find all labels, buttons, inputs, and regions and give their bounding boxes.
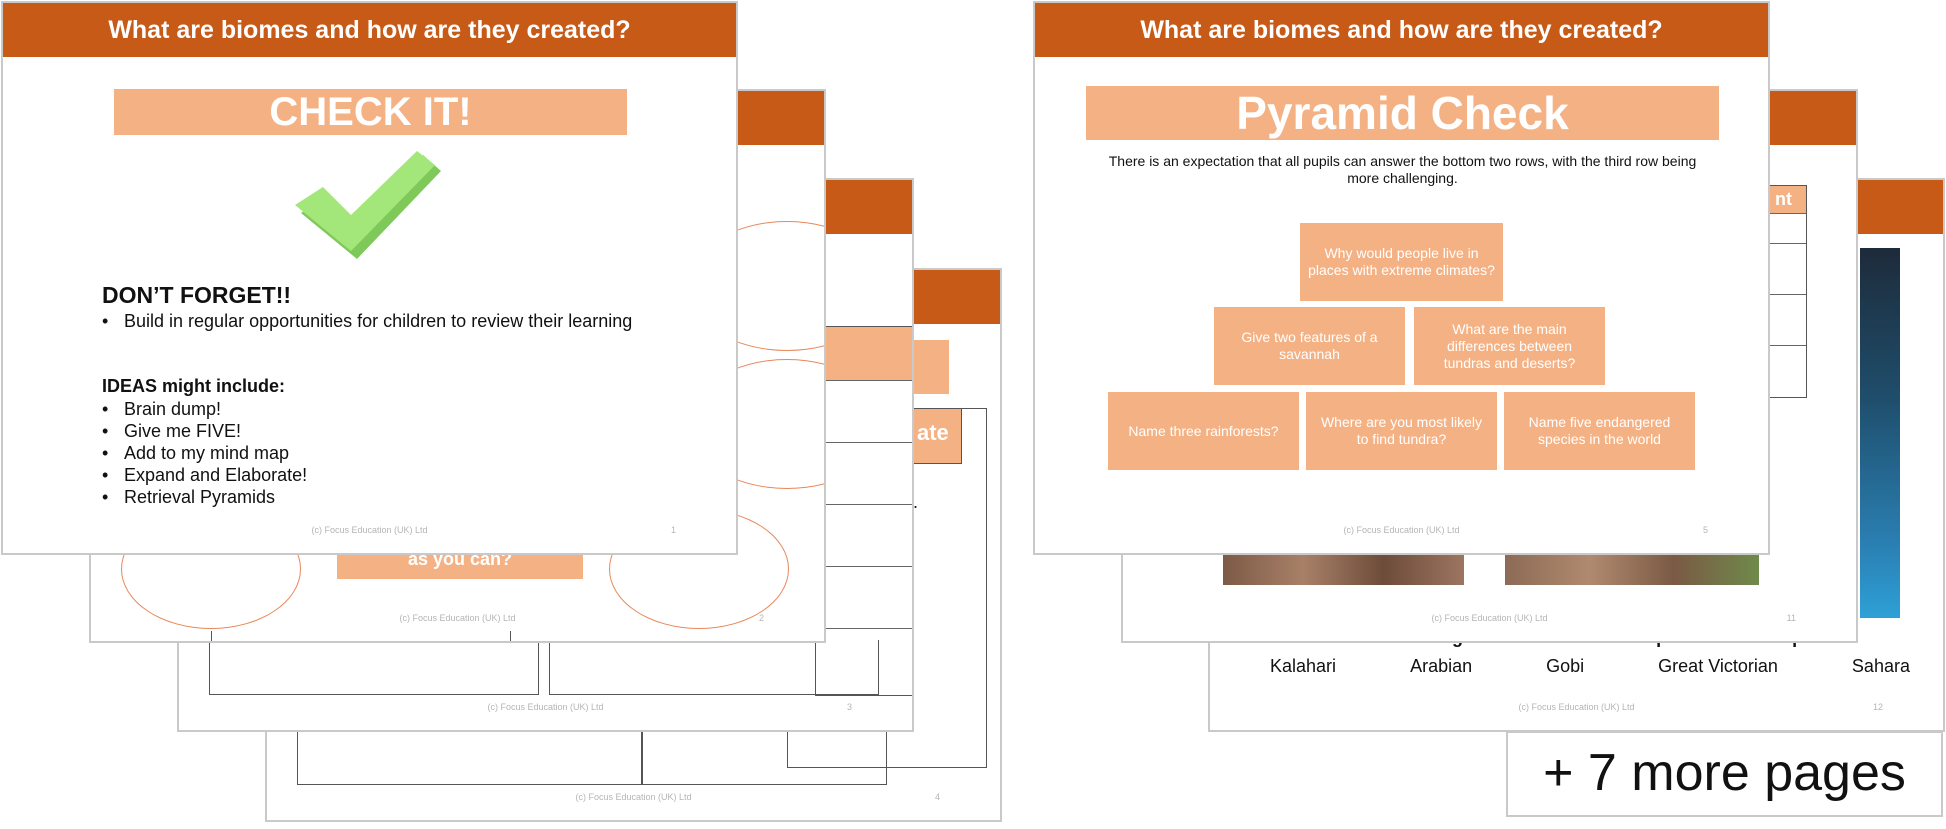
list-item: •Brain dump!: [102, 399, 222, 419]
list-item: •Add to my mind map: [102, 443, 290, 463]
biome-photo-right: [1505, 555, 1759, 585]
slide-3-footer: (c) Focus Education (UK) Ltd: [487, 702, 604, 712]
slide-3-header-cell: [815, 326, 912, 380]
list-item: •Expand and Elaborate!: [102, 465, 308, 485]
desert-label: Kalahari: [1270, 656, 1337, 676]
desert-label: Sahara: [1851, 656, 1910, 676]
pyramid-box-middle-left: Give two features of a savannah: [1214, 307, 1405, 385]
slide-3-page-number: 3: [846, 702, 852, 712]
slide-4-answer-box-left: [297, 730, 642, 785]
slide-1-banner: CHECK IT!: [114, 89, 627, 135]
slide-1-heading: DON’T FORGET!!: [102, 282, 292, 308]
desert-label: Arabian: [1410, 656, 1473, 676]
slide-4-header-fragment-2: ate: [917, 420, 949, 445]
pyramid-box-middle-right: What are the main differences between tu…: [1414, 307, 1605, 385]
slide-1-title: What are biomes and how are they created…: [3, 3, 736, 57]
slide-2-footer: (c) Focus Education (UK) Ltd: [399, 613, 516, 623]
slide-5-title: What are biomes and how are they created…: [1035, 3, 1768, 57]
desert-label: Great Victorian: [1658, 656, 1778, 676]
slide-11-footer: (c) Focus Education (UK) Ltd: [1431, 613, 1548, 623]
slide-5-page-number: 5: [1702, 525, 1708, 535]
slide-1-ideas-list: •Brain dump! •Give me FIVE! •Add to my m…: [102, 398, 307, 508]
slide-1-footer: (c) Focus Education (UK) Ltd: [311, 525, 428, 535]
slide-2-page-number: 2: [758, 613, 764, 623]
slide-1-ideas-heading: IDEAS might include:: [102, 376, 286, 396]
slide-4-footer: (c) Focus Education (UK) Ltd: [575, 792, 692, 802]
slide-5-footer: (c) Focus Education (UK) Ltd: [1343, 525, 1460, 535]
slide-5: What are biomes and how are they created…: [1033, 1, 1770, 555]
slide-1-bullet-text: Build in regular opportunities for child…: [124, 311, 633, 331]
desert-label: Gobi: [1546, 656, 1585, 676]
biome-photo-left: [1223, 555, 1464, 585]
desert-map-image: [1860, 248, 1900, 618]
list-item: •Retrieval Pyramids: [102, 487, 276, 507]
slide-5-intro: There is an expectation that all pupils …: [1108, 153, 1697, 186]
slide-1-page-number: 1: [670, 525, 676, 535]
slide-12-footer: (c) Focus Education (UK) Ltd: [1518, 702, 1635, 712]
slide-11-page-number: 11: [1786, 613, 1796, 623]
more-pages-badge[interactable]: + 7 more pages: [1506, 731, 1943, 817]
slide-3-answer-box-left: [209, 640, 539, 695]
pyramid-box-bottom-center: Where are you most likely to find tundra…: [1306, 392, 1497, 470]
check-mark-icon: [295, 151, 441, 259]
pyramid-box-bottom-right: Name five endangered species in the worl…: [1504, 392, 1695, 470]
slide-5-banner: Pyramid Check: [1086, 86, 1719, 140]
slide-2-box-bottom-left: [211, 631, 511, 641]
pyramid-box-top: Why would people live in places with ext…: [1300, 223, 1503, 301]
slide-4-answer-box-right: [642, 730, 887, 785]
list-item: •Give me FIVE!: [102, 421, 242, 441]
pyramid-box-bottom-left: Name three rainforests?: [1108, 392, 1299, 470]
slide-12-desert-list: Kalahari Arabian Gobi Great Victorian Sa…: [1270, 656, 1910, 677]
slide-3-answer-box-right: [549, 640, 879, 695]
slide-4-page-number: 4: [934, 792, 940, 802]
slide-11-header-fragment: nt: [1775, 189, 1792, 209]
slide-12-page-number: 12: [1872, 702, 1883, 712]
slide-1: What are biomes and how are they created…: [1, 1, 738, 555]
bullet-icon: •: [102, 311, 109, 331]
slide-1-bullet-main: • Build in regular opportunities for chi…: [102, 310, 662, 332]
